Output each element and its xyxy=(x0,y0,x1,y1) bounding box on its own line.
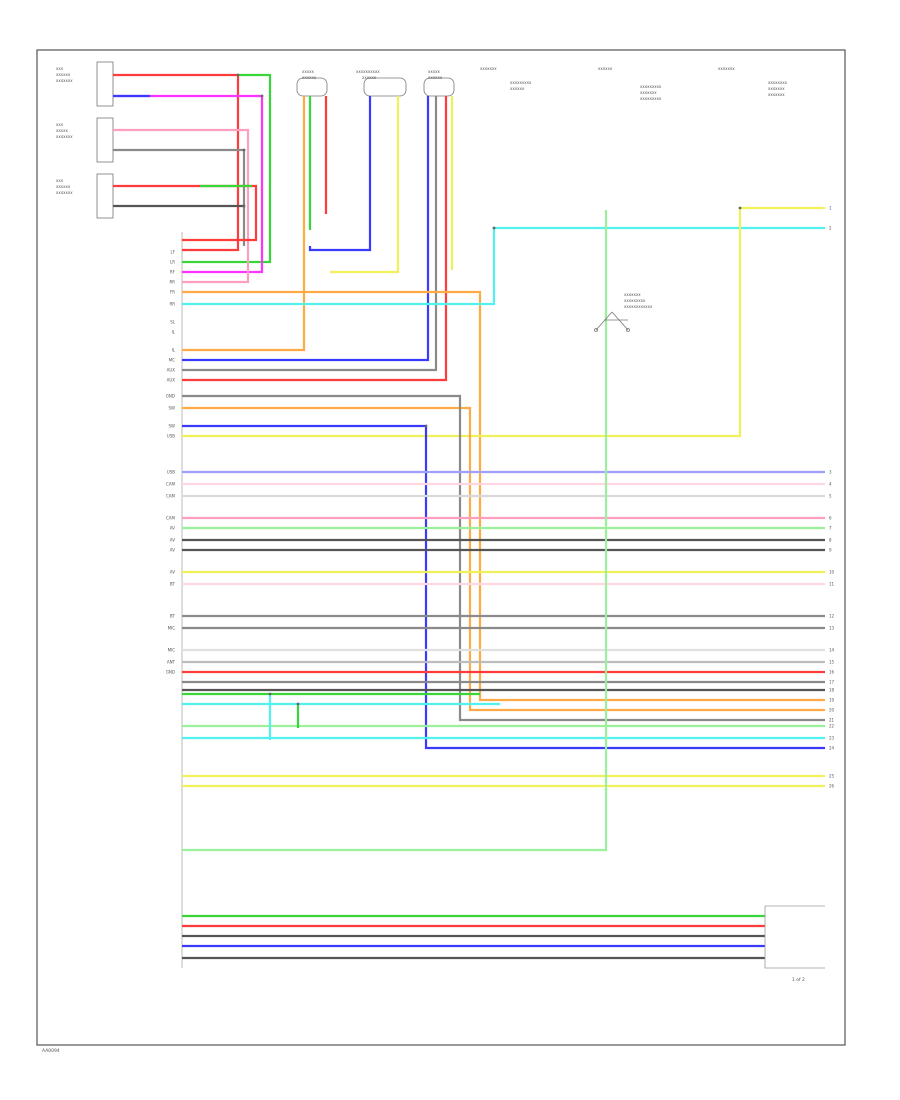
pin-label: MIC xyxy=(168,626,176,631)
pin-label: GND xyxy=(166,670,175,675)
page-number: 1 of 2 xyxy=(792,977,805,983)
svg-text:xxxxxxx: xxxxxxx xyxy=(480,66,497,71)
pin-number: 7 xyxy=(829,526,832,531)
pin-label: USB xyxy=(167,434,175,439)
svg-text:xxxxxx: xxxxxx xyxy=(56,184,71,189)
pin-label: AV xyxy=(170,570,175,575)
pin-number: 4 xyxy=(829,482,832,487)
pin-label: SL xyxy=(170,320,176,325)
pin-number: 15 xyxy=(829,660,835,665)
pin-number: 1 xyxy=(829,206,832,211)
wires xyxy=(113,73,825,969)
pin-label: IL xyxy=(172,348,176,353)
pin-label: AV xyxy=(170,548,175,553)
svg-text:xxxxx: xxxxx xyxy=(428,69,440,74)
pin-number: 5 xyxy=(829,494,832,499)
svg-text:xxxxxxx: xxxxxxx xyxy=(768,86,785,91)
svg-text:xxxxxxxxxxxx: xxxxxxxxxxxx xyxy=(624,304,653,309)
pin-label: AV xyxy=(170,526,175,531)
pin-number: 12 xyxy=(829,614,835,619)
svg-text:xxxxxxx: xxxxxxx xyxy=(56,134,73,139)
pin-number: 9 xyxy=(829,548,832,553)
svg-text:xxxxxxxxxx: xxxxxxxxxx xyxy=(356,69,380,74)
svg-text:xxxxxxxxx: xxxxxxxxx xyxy=(640,84,662,89)
svg-text:xxxxx: xxxxx xyxy=(302,69,314,74)
pin-number: 6 xyxy=(829,516,832,521)
pin-label: IL xyxy=(172,330,176,335)
pin-label: AUX xyxy=(167,368,176,373)
pin-label: CAM xyxy=(166,482,176,487)
pin-number: 26 xyxy=(829,784,835,789)
svg-text:xxxxxxx: xxxxxxx xyxy=(56,190,73,195)
pin-number: 25 xyxy=(829,774,835,779)
relay-label: xxxxxxx xyxy=(624,292,641,297)
svg-text:xxx: xxx xyxy=(56,66,64,71)
pin-number: 17 xyxy=(829,680,835,685)
pin-label: BT xyxy=(170,582,176,587)
pin-number: 14 xyxy=(829,648,835,653)
pin-label: MIC xyxy=(168,648,176,653)
svg-text:xxxxxxxxx: xxxxxxxxx xyxy=(624,298,646,303)
pin-number: 11 xyxy=(829,582,835,587)
svg-text:xxxxxx: xxxxxx xyxy=(302,75,317,80)
pin-labels-right: 1234567891011121314151617181920212223242… xyxy=(829,206,835,789)
pin-label: BT xyxy=(170,614,176,619)
pin-labels-left: LF LR RF RR FR RR SL IL IL MC AUX AUX GND SW SW USB USB C… xyxy=(166,250,176,675)
pin-number: 8 xyxy=(829,538,832,543)
svg-text:xxxxx: xxxxx xyxy=(56,128,68,133)
pin-label: RF xyxy=(170,270,176,275)
pin-label: ANT xyxy=(167,660,176,665)
pin-number: 19 xyxy=(829,698,835,703)
svg-text:xxxxxxx: xxxxxxx xyxy=(718,66,735,71)
pin-number: 2 xyxy=(829,226,832,231)
pin-number: 22 xyxy=(829,724,835,729)
pin-label: RR xyxy=(169,302,175,307)
pin-label: AV xyxy=(170,538,175,543)
page-frame xyxy=(36,49,846,1046)
pin-number: 20 xyxy=(829,708,835,713)
pin-number: 23 xyxy=(829,736,835,741)
pin-label: RR xyxy=(169,280,175,285)
pin-number: 13 xyxy=(829,626,835,631)
svg-text:xxxxxx: xxxxxx xyxy=(362,75,377,80)
pin-label: MC xyxy=(169,358,175,363)
pin-number: 10 xyxy=(829,570,835,575)
svg-text:xxxxxxxxx: xxxxxxxxx xyxy=(640,96,662,101)
svg-text:xxxxxx: xxxxxx xyxy=(598,66,613,71)
pin-number: 16 xyxy=(829,670,835,675)
pin-label: FR xyxy=(170,290,175,295)
pin-label: SW xyxy=(169,424,176,429)
pin-label: AUX xyxy=(167,378,176,383)
pin-label: USB xyxy=(167,470,175,475)
pin-label: CAM xyxy=(166,516,176,521)
svg-text:xxxxxxx: xxxxxxx xyxy=(768,92,785,97)
svg-text:xxx: xxx xyxy=(56,122,64,127)
pin-number: 3 xyxy=(829,470,832,475)
svg-text:xxxxxxx: xxxxxxx xyxy=(640,90,657,95)
pin-number: 21 xyxy=(829,718,835,723)
pin-label: SW xyxy=(169,406,176,411)
svg-text:xxxxxxxxx: xxxxxxxxx xyxy=(510,80,532,85)
svg-text:xxxxxxx: xxxxxxx xyxy=(56,78,73,83)
svg-text:xxxxxx: xxxxxx xyxy=(428,75,443,80)
pin-label: LF xyxy=(170,250,175,255)
pin-label: LR xyxy=(170,260,175,265)
pin-number: 18 xyxy=(829,688,835,693)
svg-text:xxxxxxxx: xxxxxxxx xyxy=(768,80,788,85)
svg-text:xxxxxx: xxxxxx xyxy=(56,72,71,77)
svg-text:xxx: xxx xyxy=(56,178,64,183)
pin-label: GND xyxy=(166,394,175,399)
relay-switch xyxy=(594,311,630,332)
wire-terminals xyxy=(236,73,742,706)
footer-code: AA0094 xyxy=(42,1048,60,1054)
svg-text:xxxxxx: xxxxxx xyxy=(510,86,525,91)
pin-label: CAM xyxy=(166,494,176,499)
pin-number: 24 xyxy=(829,746,835,751)
